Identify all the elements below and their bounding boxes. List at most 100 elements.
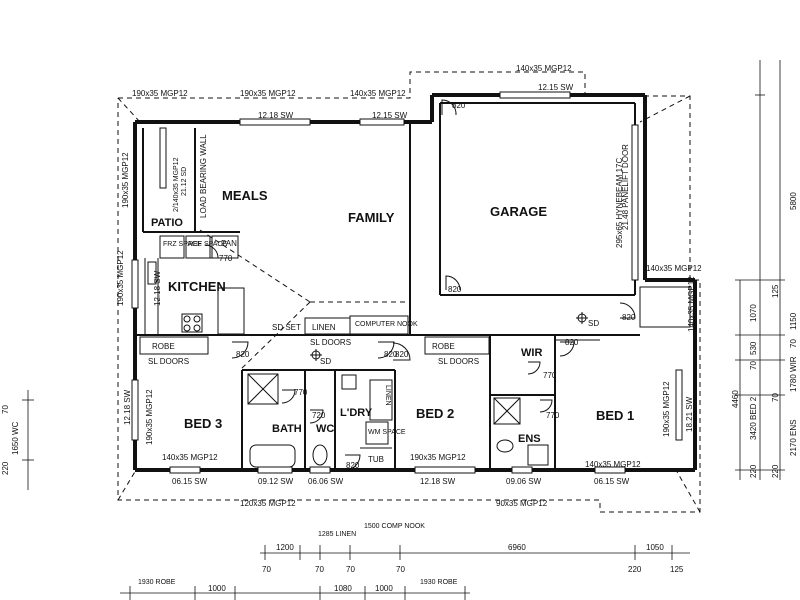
dim-under-4: 70 — [396, 565, 405, 574]
label-tub: TUB — [368, 455, 384, 464]
beam-top-2: 190x35 MGP12 — [240, 89, 296, 98]
window-bed1-right: 18.21 SW — [685, 396, 694, 432]
beam-top-1: 190x35 MGP12 — [132, 89, 188, 98]
dim-right-g: 1150 — [789, 312, 798, 330]
window-garage-top: 12.15 SW — [538, 83, 574, 92]
door-swings — [204, 99, 636, 471]
dim-row2-1080: 1080 — [334, 584, 352, 593]
door-hall-left: 820 — [236, 350, 250, 359]
window-bed3-left: 12.18 SW — [123, 389, 132, 425]
dim-right-h: 70 — [789, 339, 798, 348]
dim-right-c: 530 — [749, 341, 758, 355]
dim-right-e: 3420 BED 2 — [749, 396, 758, 440]
dim-right-m: 5800 — [789, 192, 798, 210]
dim-right-i: 1780 WIR — [789, 356, 798, 392]
dim-bottom-6960: 6960 — [508, 543, 526, 552]
label-robe-mid: ROBE — [432, 342, 455, 351]
dim-bottom-1285: 1285 LINEN — [318, 531, 356, 538]
door-sd-right: SD — [588, 319, 599, 328]
label-sl-doors-left: SL DOORS — [148, 357, 189, 366]
door-garage-top: 820 — [452, 101, 466, 110]
dim-bottom-1500: 1500 COMP NOOK — [364, 523, 425, 530]
dim-under-2: 70 — [315, 565, 324, 574]
label-linen: LINEN — [312, 323, 336, 332]
dim-right-d: 70 — [749, 361, 758, 370]
dim-right-j: 70 — [771, 393, 780, 402]
window-bed3-bottom: 06.15 SW — [172, 477, 208, 486]
room-labels: MEALS FAMILY GARAGE PATIO KITCHEN FRZ SP… — [148, 134, 634, 464]
room-ldry: L'DRY — [340, 407, 373, 419]
room-bath: BATH — [272, 423, 302, 435]
beam-bed3-bottom: 140x35 MGP12 — [162, 453, 218, 462]
dim-left-b: 1650 WC — [11, 421, 20, 455]
door-ldry: 820 — [346, 461, 360, 470]
door-pan: 770 — [219, 254, 233, 263]
window-kitchen-left: 12.18 SW — [153, 270, 162, 306]
beam-top-3: 140x35 MGP12 — [350, 89, 406, 98]
label-frz-space: FRZ SPACE — [163, 241, 202, 248]
beam-bottom-2: 90x35 MGP12 — [496, 499, 548, 508]
dim-row2-1000b: 1000 — [375, 584, 393, 593]
label-sl-doors-top: SL DOORS — [310, 338, 351, 347]
dim-right-b: 1070 — [749, 304, 758, 322]
beam-left-meals: 190x35 MGP12 — [121, 152, 130, 208]
dimension-lines — [22, 60, 785, 600]
window-wc-bottom: 06.06 SW — [308, 477, 344, 486]
door-garage-bottom: 820 — [448, 285, 462, 294]
left-dimensions: 70 1650 WC 220 — [1, 405, 20, 475]
label-linen-vertical: LINEN — [384, 385, 391, 406]
label-hynebeam: 295x65 HYNEBEAM 17C — [615, 158, 624, 248]
window-bath-bottom: 09.12 SW — [258, 477, 294, 486]
beam-bed2-bottom: 190x35 MGP12 — [410, 453, 466, 462]
label-sl-doors-mid: SL DOORS — [438, 357, 479, 366]
label-computer-nook: COMPUTER NOOK — [355, 321, 418, 328]
window-ens-bottom: 09.06 SW — [506, 477, 542, 486]
room-meals: MEALS — [222, 188, 268, 203]
dim-right-l: 220 — [771, 464, 780, 478]
dim-right-n: 4460 — [731, 390, 740, 408]
room-wc: WC — [316, 423, 334, 435]
dim-left-a: 70 — [1, 405, 10, 414]
label-pan: PAN — [221, 239, 237, 248]
dim-bottom-1050: 1050 — [646, 543, 664, 552]
right-dimensions: 125 1070 530 70 3420 BED 2 220 1150 70 1… — [731, 192, 798, 478]
room-bed3: BED 3 — [184, 416, 222, 431]
door-ens: 770 — [546, 411, 560, 420]
room-patio: PATIO — [151, 217, 183, 229]
beam-left-patio: 2/140x35 MGP12 — [173, 157, 180, 212]
beam-bed3-inner: 190x35 MGP12 — [145, 389, 154, 445]
room-family: FAMILY — [348, 210, 395, 225]
dim-right-a: 125 — [771, 284, 780, 298]
beam-bottom-1: 120x35 MGP12 — [240, 499, 296, 508]
door-bed2: 820 — [395, 350, 409, 359]
door-wc: 720 — [312, 411, 326, 420]
door-hall-mid: 820 — [384, 350, 398, 359]
door-labels: 820 820 820 820 820 820 820 770 770 820 … — [219, 101, 636, 470]
windows — [131, 91, 683, 474]
door-bath: 770 — [294, 388, 308, 397]
beam-garage-side: 140x35 MGP12 — [687, 276, 696, 332]
door-garage-right: 820 — [622, 313, 636, 322]
beam-top-garage: 140x35 MGP12 — [516, 64, 572, 73]
door-sd-left: SD — [320, 357, 331, 366]
window-bed2-bottom: 12.18 SW — [420, 477, 456, 486]
beam-labels: 190x35 MGP12 190x35 MGP12 140x35 MGP12 1… — [116, 64, 702, 508]
door-bed1: 820 — [565, 338, 579, 347]
label-panelift-door: 21.48 PANELIFT DOOR — [621, 144, 630, 230]
beam-right-garage: 140x35 MGP12 — [646, 264, 702, 273]
beam-bed1-bottom: 140x35 MGP12 — [585, 460, 641, 469]
room-bed1: BED 1 — [596, 408, 634, 423]
label-ref-space: REF SPACE — [188, 241, 227, 248]
dim-under-1: 70 — [262, 565, 271, 574]
label-sd-set: SD SET — [272, 323, 301, 332]
room-ens: ENS — [518, 433, 541, 445]
window-bed1-bottom: 06.15 SW — [594, 477, 630, 486]
room-kitchen: KITCHEN — [168, 279, 226, 294]
label-robe-left: ROBE — [152, 342, 175, 351]
dim-under-3: 70 — [346, 565, 355, 574]
dim-right-f: 220 — [749, 464, 758, 478]
room-wir: WIR — [521, 347, 542, 359]
label-wm-space: WM SPACE — [368, 429, 406, 436]
door-wir: 770 — [543, 371, 557, 380]
